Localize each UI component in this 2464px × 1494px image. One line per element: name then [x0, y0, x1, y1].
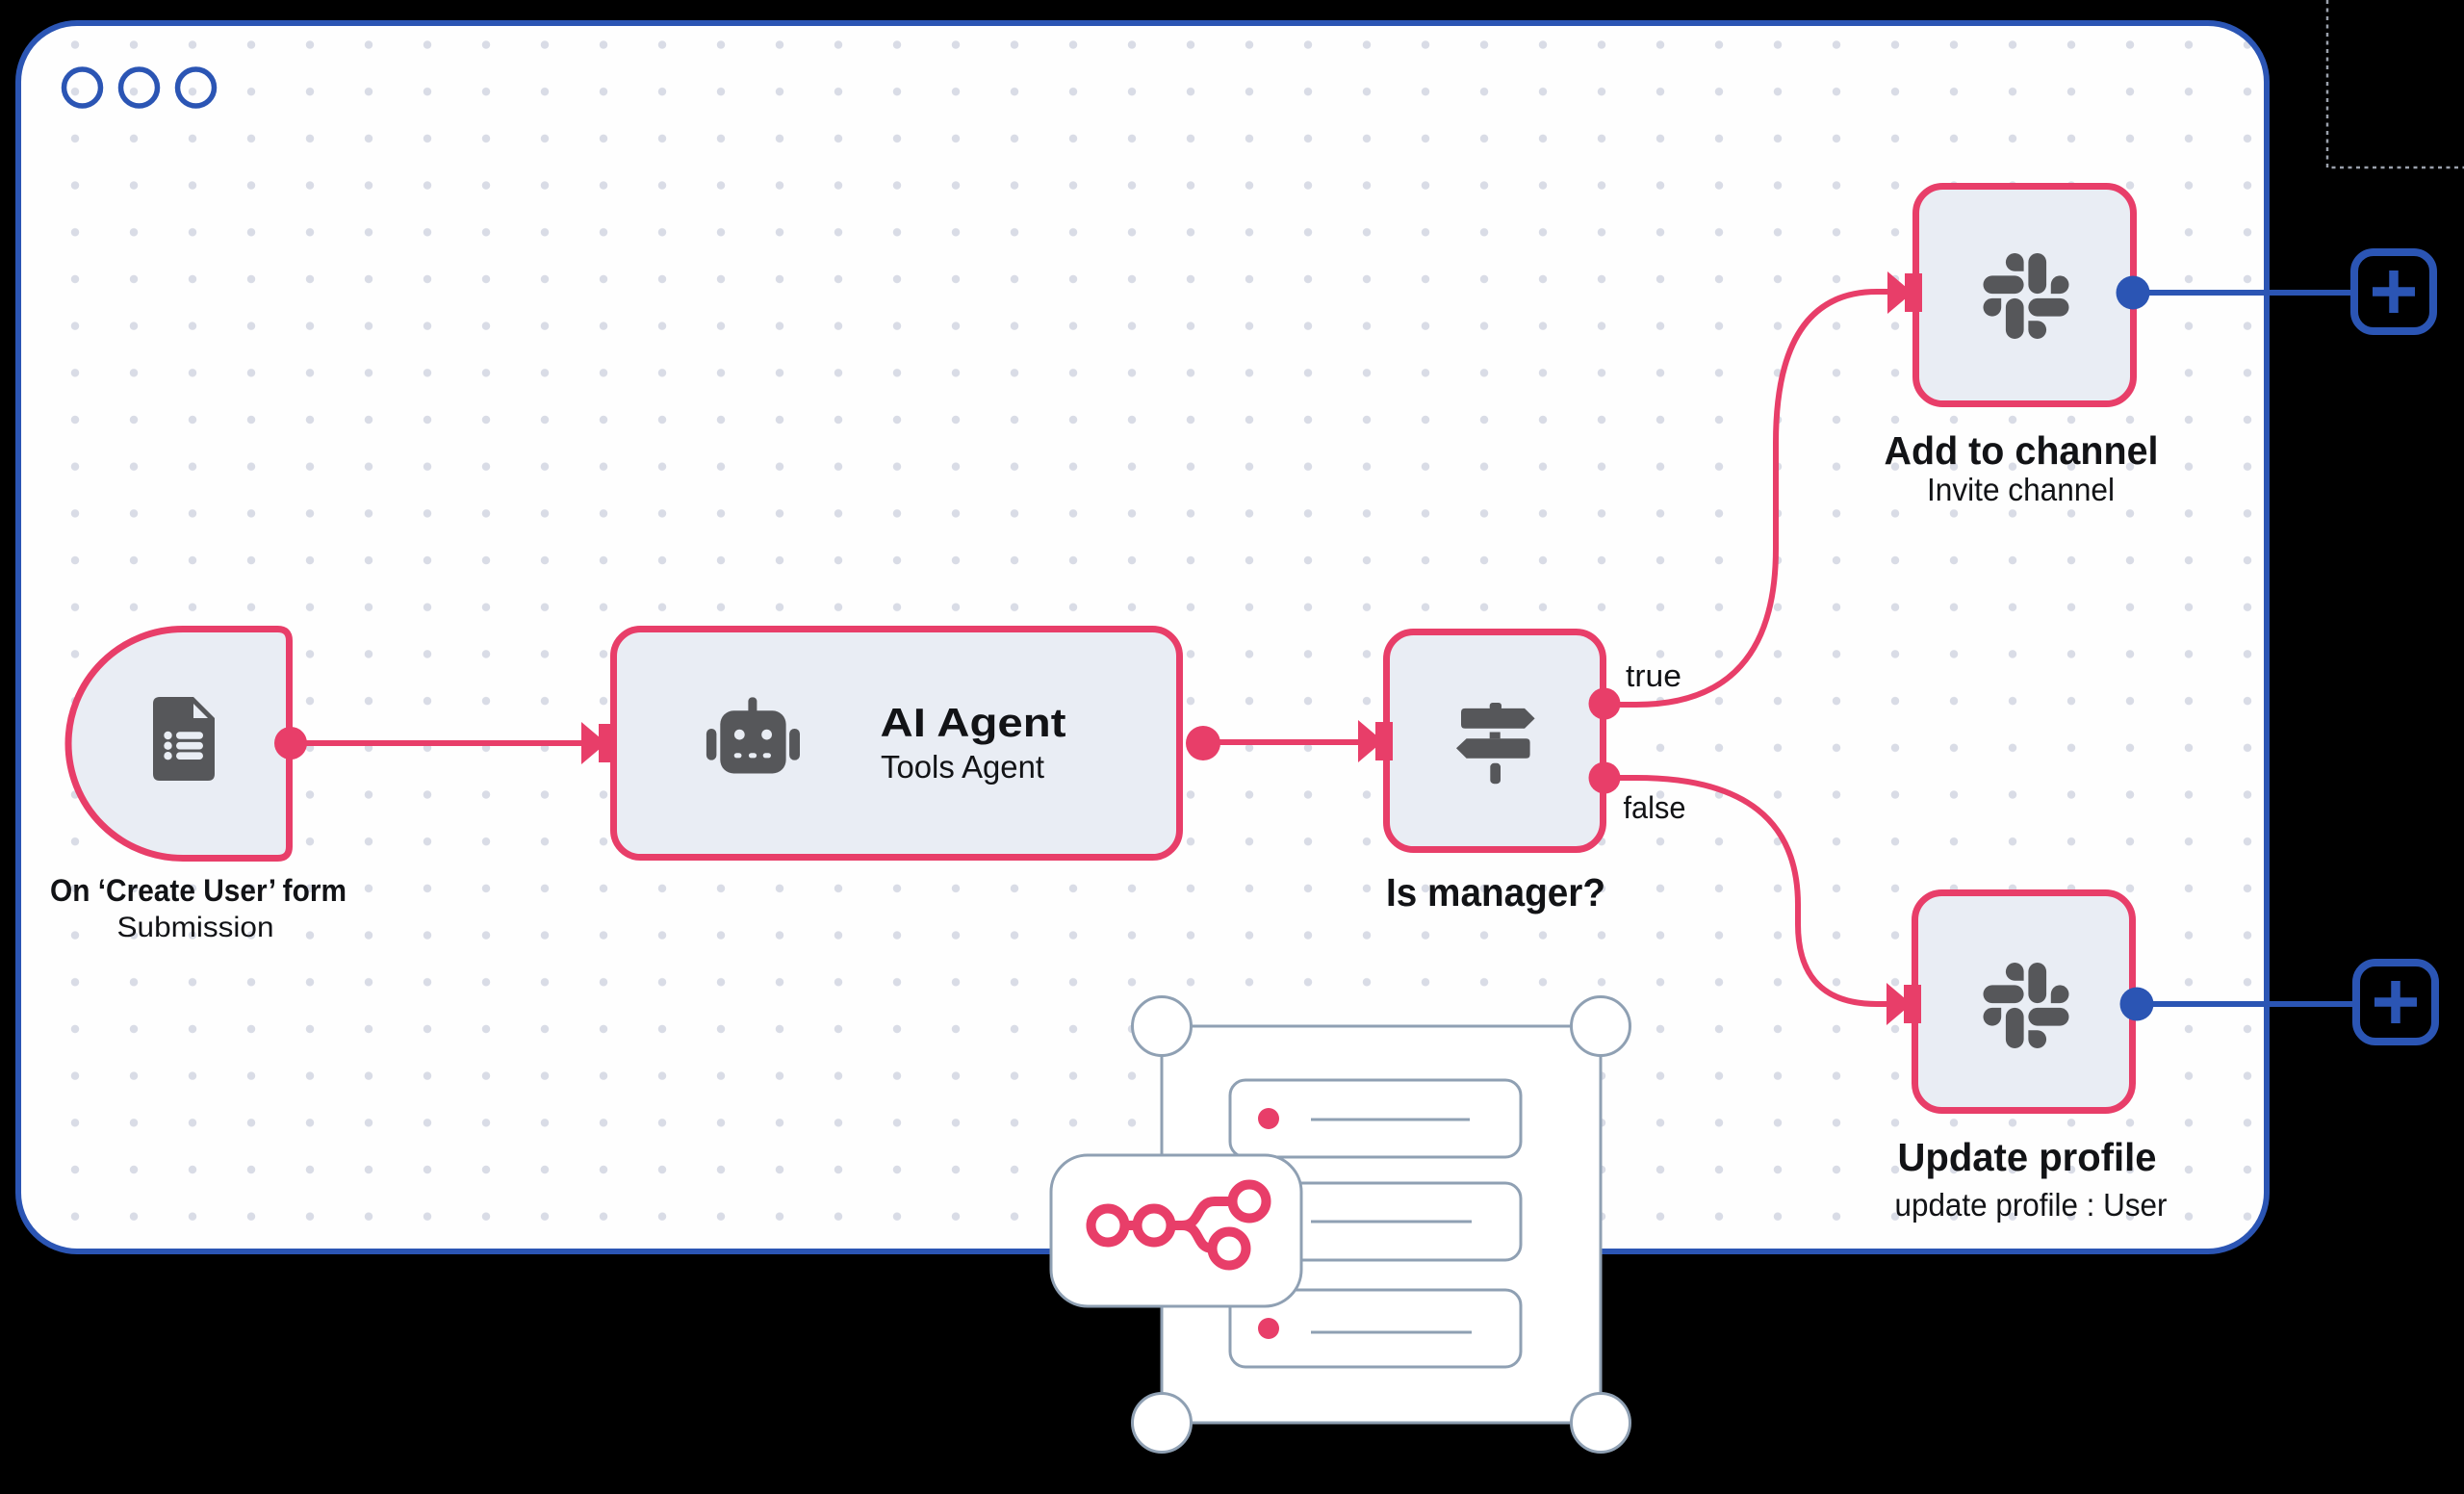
svg-text:Invite channel: Invite channel	[1927, 472, 2115, 507]
svg-text:Is manager?: Is manager?	[1386, 870, 1605, 914]
svg-text:Tools Agent: Tools Agent	[881, 749, 1044, 785]
svg-text:false: false	[1624, 790, 1686, 825]
svg-text:update profile : User: update profile : User	[1895, 1187, 2168, 1223]
svg-text:true: true	[1626, 658, 1681, 693]
svg-text:Add to channel: Add to channel	[1885, 428, 2159, 473]
svg-text:AI Agent: AI Agent	[881, 700, 1066, 745]
svg-text:On ‘Create User’ form: On ‘Create User’ form	[50, 873, 346, 908]
svg-text:Update profile: Update profile	[1898, 1135, 2157, 1179]
svg-text:Submission: Submission	[117, 912, 274, 943]
